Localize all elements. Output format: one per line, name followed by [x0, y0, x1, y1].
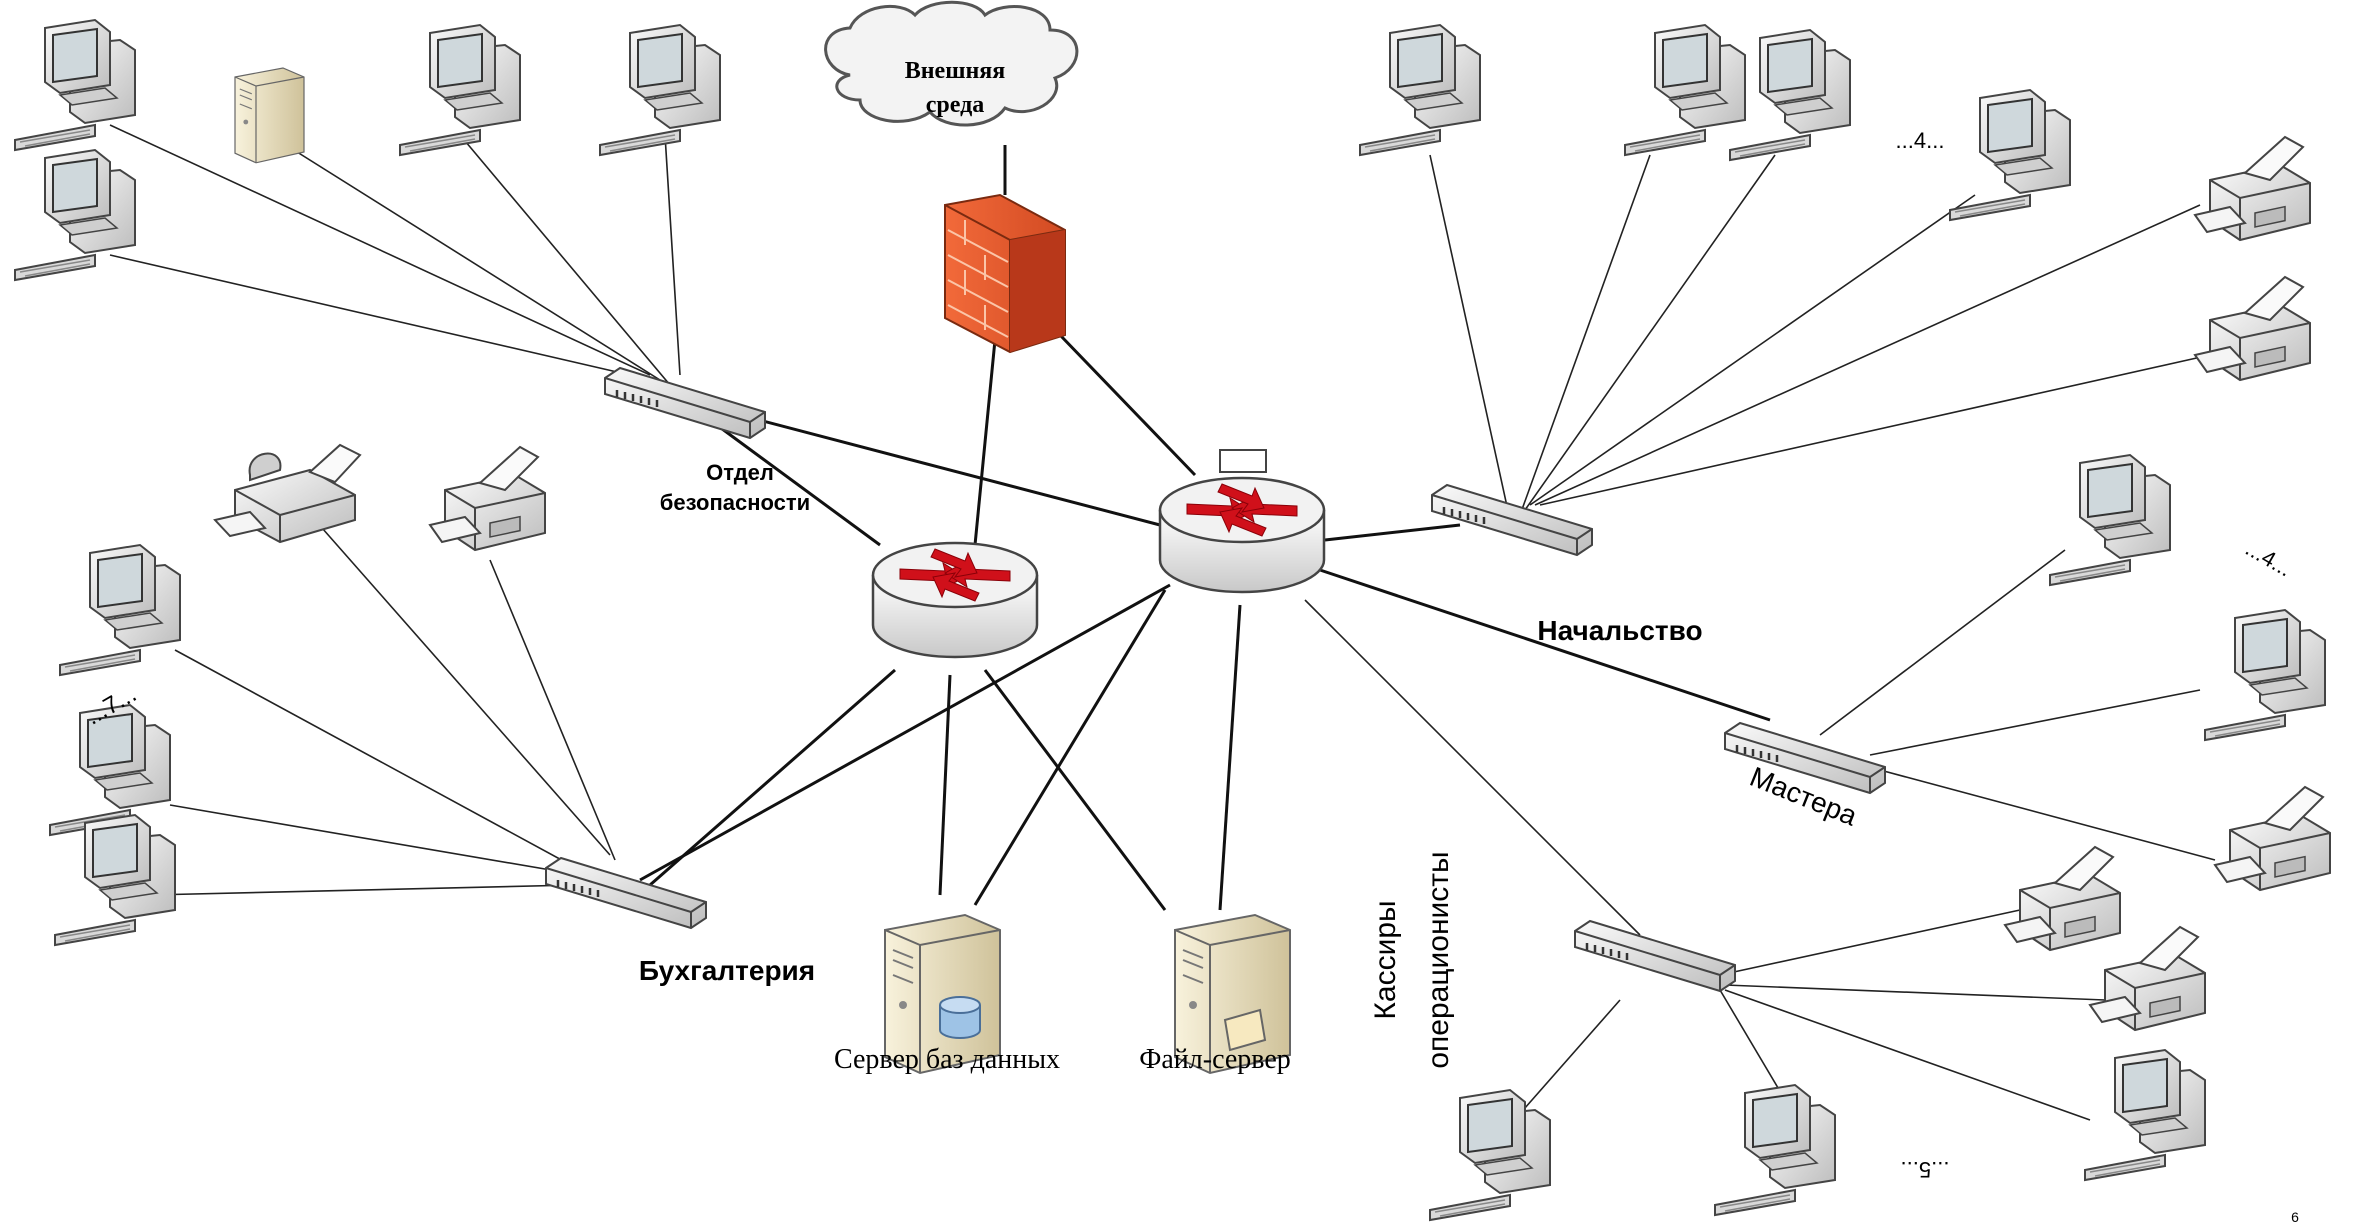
- link: [739, 413, 1161, 527]
- router-icon: [1158, 449, 1326, 594]
- link: [649, 668, 896, 887]
- page-number: 6: [2291, 1209, 2299, 1225]
- link: [1879, 769, 2216, 861]
- server-icon: [234, 67, 305, 164]
- workstation-icon: [2049, 454, 2171, 586]
- link: [938, 674, 952, 896]
- printer-icon: [2089, 926, 2206, 1031]
- workstation-icon: [2084, 1049, 2206, 1181]
- group-label-cashiers: Кассиры: [1369, 900, 1402, 1019]
- firewall-icon: [944, 193, 1066, 354]
- link: [1819, 549, 2066, 736]
- link: [1724, 989, 2091, 1121]
- workstation-icon: [14, 149, 136, 281]
- switch-icon: [603, 366, 767, 440]
- link: [1319, 568, 1771, 722]
- server-icon: [1174, 914, 1291, 1074]
- link: [1304, 599, 1641, 936]
- printer-icon: [429, 446, 546, 551]
- link: [1058, 333, 1197, 477]
- workstation-icon: [59, 544, 181, 676]
- workstation-icon: [1429, 1089, 1551, 1221]
- link: [489, 559, 616, 861]
- link: [1429, 154, 1511, 521]
- link: [1324, 523, 1461, 542]
- link: [973, 339, 997, 546]
- workstation-icon: [399, 24, 521, 156]
- group-label-security: Отдел: [706, 460, 774, 485]
- link: [174, 649, 581, 871]
- group-label-security: безопасности: [660, 490, 810, 515]
- link: [109, 124, 651, 376]
- server-label-file: Файл-сервер: [1139, 1044, 1291, 1075]
- printer-icon: [2004, 846, 2121, 951]
- link: [169, 804, 581, 876]
- switch-icon: [544, 856, 708, 930]
- printer-icon: [2194, 136, 2311, 241]
- server-icon: [884, 914, 1001, 1074]
- printer-icon: [2214, 786, 2331, 891]
- link: [1869, 689, 2201, 756]
- link: [1719, 909, 2021, 976]
- switch-icon: [1573, 919, 1737, 993]
- link: [983, 669, 1167, 911]
- group-label-accounting: Бухгалтерия: [639, 955, 815, 986]
- workstation-icon: [1714, 1084, 1836, 1216]
- link: [1534, 204, 2201, 506]
- workstation-icon: [54, 814, 176, 946]
- router-icon: [871, 541, 1039, 659]
- link: [664, 134, 681, 376]
- cloud-icon: [824, 0, 1079, 127]
- server-label-db: Сервер баз данных: [834, 1044, 1060, 1075]
- link: [639, 583, 1171, 882]
- link: [149, 884, 576, 896]
- link: [1539, 354, 2211, 506]
- count-label: ...4...: [1896, 128, 1945, 153]
- workstation-icon: [1729, 29, 1851, 161]
- workstation-icon: [1624, 24, 1746, 156]
- link: [109, 254, 631, 376]
- switch-icon: [1430, 483, 1594, 557]
- workstation-icon: [1359, 24, 1481, 156]
- printer-icon: [2194, 276, 2311, 381]
- cloud-label: среда: [926, 92, 984, 118]
- count-label: ...4...: [2241, 535, 2296, 581]
- link: [709, 418, 881, 547]
- link: [459, 134, 671, 386]
- link: [269, 134, 661, 381]
- link: [973, 589, 1167, 906]
- database-icon: [939, 996, 981, 1039]
- link: [1519, 154, 1651, 516]
- cloud-label: Внешняя: [905, 58, 1006, 84]
- link: [1509, 999, 1621, 1126]
- link: [1218, 604, 1242, 911]
- link: [1724, 984, 2106, 1001]
- workstation-icon: [49, 704, 171, 836]
- workstation-icon: [2204, 609, 2326, 741]
- workstation-icon: [599, 24, 721, 156]
- count-label: ...5...: [1901, 1157, 1950, 1182]
- link: [314, 519, 611, 856]
- link: [1529, 194, 1976, 506]
- link: [1524, 154, 1776, 511]
- group-label-cashiers: операционисты: [1422, 851, 1455, 1068]
- group-label-management: Начальство: [1537, 615, 1702, 646]
- fax-icon: [213, 443, 362, 544]
- workstation-icon: [14, 19, 136, 151]
